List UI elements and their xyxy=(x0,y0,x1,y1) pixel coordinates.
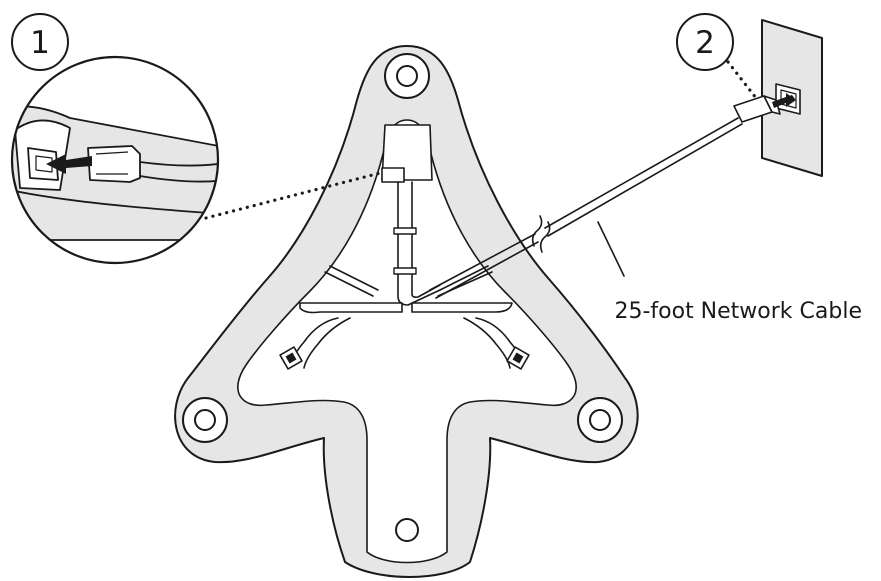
cable-break-mark xyxy=(531,215,551,253)
foot-left xyxy=(182,397,228,443)
conference-phone-base xyxy=(174,45,639,578)
left-arm-channel xyxy=(324,265,379,297)
rj45-jack-main xyxy=(381,167,405,183)
arrow-into-wall-jack xyxy=(772,93,796,108)
callout-dots xyxy=(204,60,758,220)
step-number-1: 1 xyxy=(30,25,50,61)
network-cable xyxy=(429,117,743,299)
foot-top xyxy=(384,53,430,99)
detail-inset-step-1 xyxy=(10,55,220,265)
top-port-housing xyxy=(381,124,433,181)
cable-label-leader xyxy=(597,221,625,277)
divider-track-right xyxy=(411,302,513,313)
channel-clips xyxy=(393,227,417,275)
cable-label: 25-foot Network Cable xyxy=(614,299,862,324)
step-number-2: 2 xyxy=(695,25,715,61)
inset-circle-border xyxy=(10,55,220,265)
foot-right xyxy=(577,397,623,443)
inset-cable xyxy=(139,159,218,183)
step-badge-1: 1 xyxy=(11,13,69,71)
arrow-into-phone-jack xyxy=(46,154,92,174)
divider-track-left xyxy=(299,302,403,314)
dotted-line-step-1 xyxy=(204,170,386,220)
dotted-line-step-2 xyxy=(726,60,758,100)
phone-inner-recess xyxy=(237,119,577,564)
step-badge-2: 2 xyxy=(676,13,734,71)
cable-line-upper xyxy=(429,117,739,291)
inset-plug xyxy=(87,145,141,183)
foot-bottom xyxy=(395,518,419,542)
cable-line-lower xyxy=(435,123,743,299)
